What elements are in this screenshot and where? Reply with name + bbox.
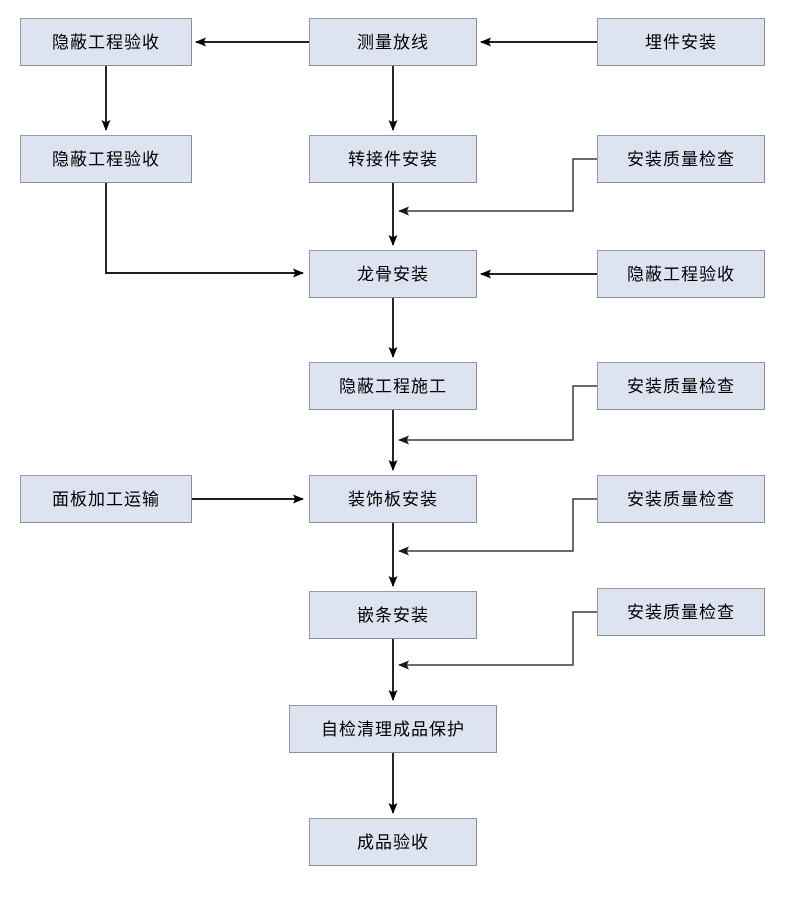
- node-maijian-anzhuang[interactable]: 埋件安装: [597, 18, 765, 66]
- node-anzhuang-zhiliang-jiancha-1[interactable]: 安装质量检查: [597, 135, 765, 183]
- node-celiang-fangxian[interactable]: 测量放线: [309, 18, 477, 66]
- node-label: 成品验收: [357, 832, 429, 852]
- node-label: 隐蔽工程验收: [627, 264, 735, 284]
- node-qiantiao-anzhuang[interactable]: 嵌条安装: [309, 591, 477, 639]
- node-label: 安装质量检查: [627, 489, 735, 509]
- node-label: 自检清理成品保护: [321, 719, 465, 739]
- node-yinbi-gongcheng-yanshou-3[interactable]: 隐蔽工程验收: [597, 250, 765, 298]
- node-label: 转接件安装: [348, 149, 438, 169]
- node-label: 安装质量检查: [627, 602, 735, 622]
- node-anzhuang-zhiliang-jiancha-2[interactable]: 安装质量检查: [597, 362, 765, 410]
- node-label: 测量放线: [357, 32, 429, 52]
- node-yinbi-gongcheng-shigong[interactable]: 隐蔽工程施工: [309, 362, 477, 410]
- node-label: 安装质量检查: [627, 149, 735, 169]
- node-label: 隐蔽工程验收: [52, 149, 160, 169]
- edge-yanshou2-to-longgu: [105, 183, 304, 278]
- node-zijian-qingli-chengpin-baohu[interactable]: 自检清理成品保护: [289, 705, 497, 753]
- node-label: 嵌条安装: [357, 605, 429, 625]
- node-label: 隐蔽工程验收: [52, 32, 160, 52]
- node-chengpin-yanshou[interactable]: 成品验收: [309, 818, 477, 866]
- node-longgu-anzhuang[interactable]: 龙骨安装: [309, 250, 477, 298]
- node-anzhuang-zhiliang-jiancha-4[interactable]: 安装质量检查: [597, 588, 765, 636]
- node-label: 安装质量检查: [627, 376, 735, 396]
- node-label: 埋件安装: [645, 32, 717, 52]
- node-anzhuang-zhiliang-jiancha-3[interactable]: 安装质量检查: [597, 475, 765, 523]
- node-label: 龙骨安装: [357, 264, 429, 284]
- node-mianban-jiagong-yunshu[interactable]: 面板加工运输: [20, 475, 192, 523]
- node-yinbi-gongcheng-yanshou-1[interactable]: 隐蔽工程验收: [20, 18, 192, 66]
- node-zhuangshiban-anzhuang[interactable]: 装饰板安装: [309, 475, 477, 523]
- node-yinbi-gongcheng-yanshou-2[interactable]: 隐蔽工程验收: [20, 135, 192, 183]
- node-label: 隐蔽工程施工: [339, 376, 447, 396]
- node-label: 面板加工运输: [52, 489, 160, 509]
- node-zhuanjiejian-anzhuang[interactable]: 转接件安装: [309, 135, 477, 183]
- node-label: 装饰板安装: [348, 489, 438, 509]
